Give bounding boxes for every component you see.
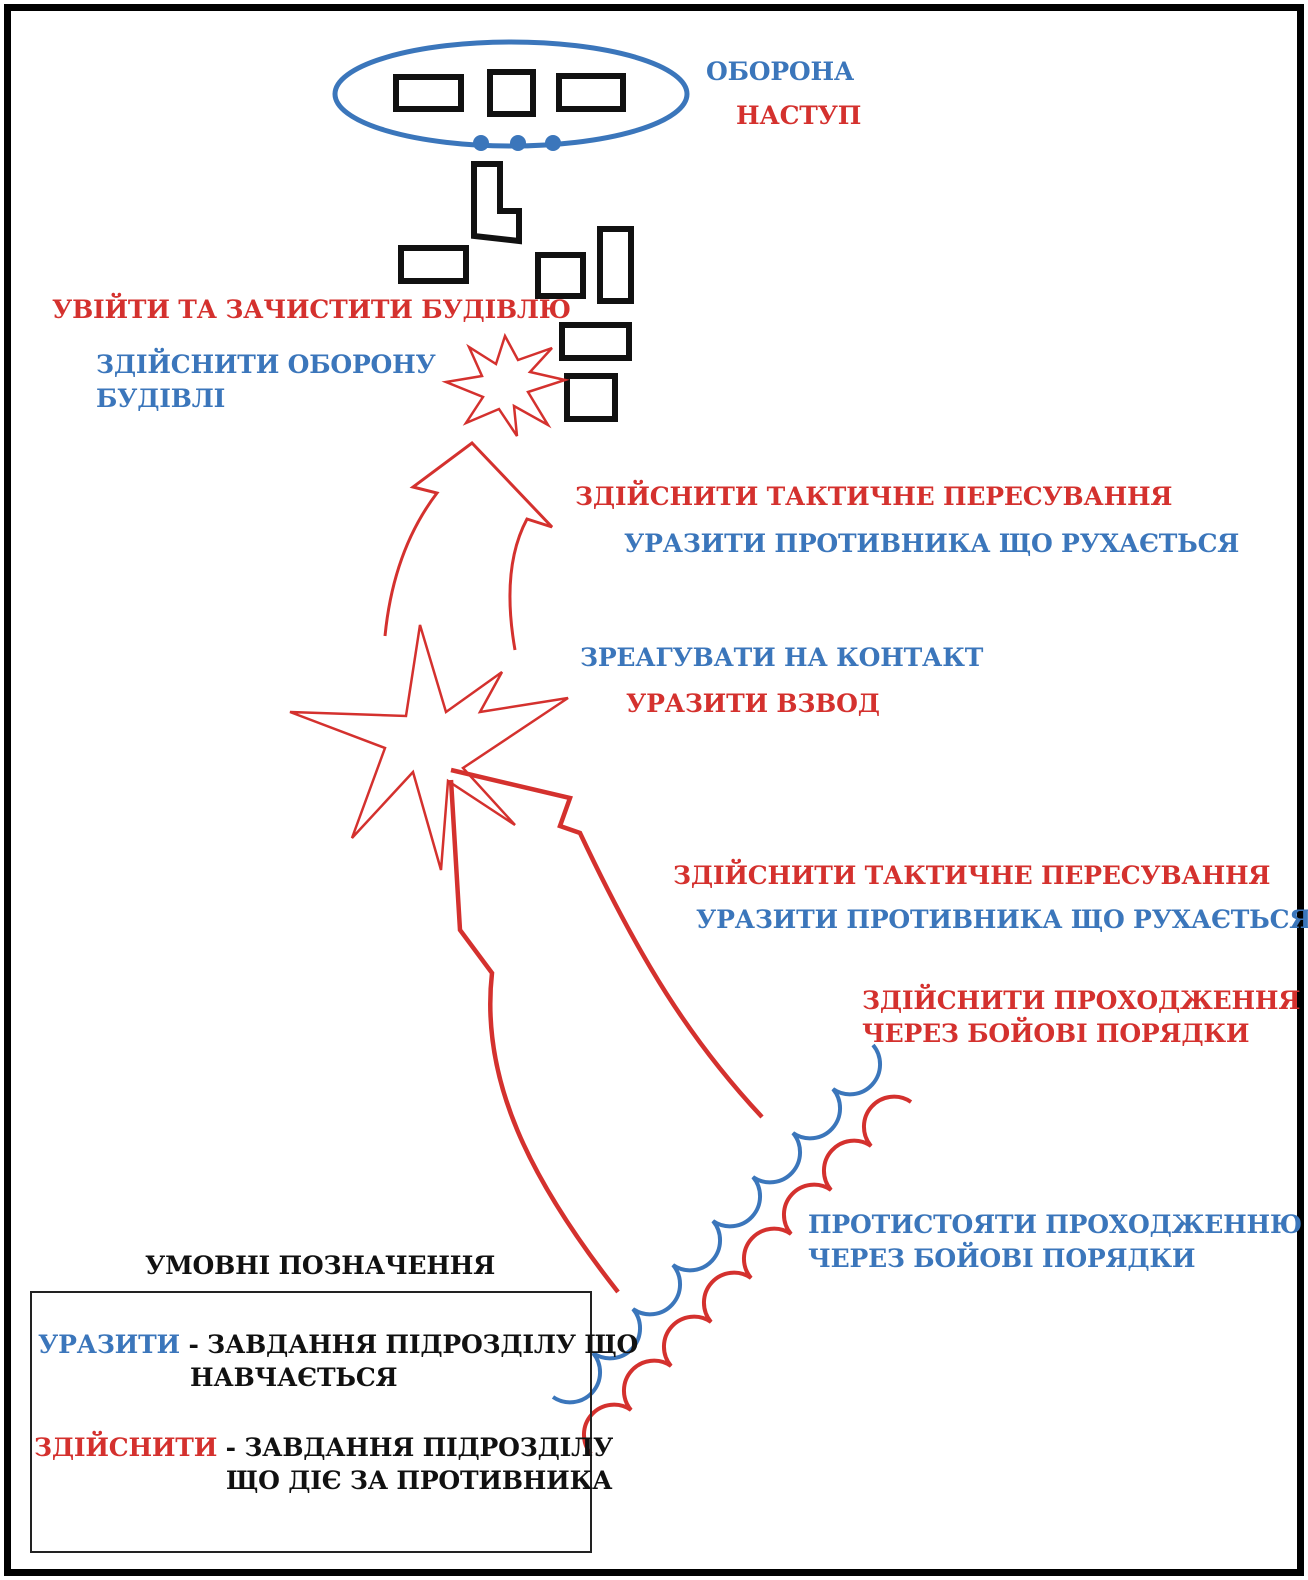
label-tactical-movement-lower: ЗДІЙСНИТИ ТАКТИЧНЕ ПЕРЕСУВАННЯ	[673, 861, 1271, 890]
legend-title: УМОВНІ ПОЗНАЧЕННЯ	[145, 1251, 496, 1280]
label-defense: ОБОРОНА	[706, 57, 855, 86]
building	[487, 69, 536, 117]
defense-dots	[473, 135, 561, 151]
objective-ellipse	[332, 39, 690, 149]
label-react-to-contact: ЗРЕАГУВАТИ НА КОНТАКТ	[580, 643, 984, 672]
building	[597, 226, 634, 304]
defense-dot	[545, 135, 561, 151]
label-defend-building-line1: ЗДІЙСНИТИ ОБОРОНУ	[96, 350, 436, 379]
lower-advance-arrow-right	[450, 767, 764, 1119]
legend-red-entry-line2: ЩО ДІЄ ЗА ПРОТИВНИКА	[226, 1466, 613, 1495]
red-passage-line	[582, 1094, 913, 1456]
legend-red-entry-line1: ЗДІЙСНИТИ - ЗАВДАННЯ ПІДРОЗДІЛУ	[34, 1432, 613, 1464]
lower-advance-arrow-left	[448, 779, 620, 1294]
building	[559, 322, 632, 361]
label-passage-of-lines-line2: ЧЕРЕЗ БОЙОВІ ПОРЯДКИ	[862, 1019, 1250, 1048]
l-shaped-building	[471, 161, 522, 245]
building	[564, 373, 618, 422]
label-counter-passage-line2: ЧЕРЕЗ БОЙОВІ ПОРЯДКИ	[808, 1244, 1196, 1273]
building	[398, 245, 469, 284]
label-tactical-movement-upper: ЗДІЙСНИТИ ТАКТИЧНЕ ПЕРЕСУВАННЯ	[575, 482, 1173, 511]
label-attack: НАСТУП	[736, 101, 862, 130]
building	[535, 252, 586, 299]
town-buildings	[398, 161, 634, 422]
contact-burst	[289, 624, 569, 871]
label-engage-moving-enemy-lower: УРАЗИТИ ПРОТИВНИКА ЩО РУХАЄТЬСЯ	[696, 905, 1308, 934]
legend-blue-description: - ЗАВДАННЯ ПІДРОЗДІЛУ ЩО	[179, 1330, 639, 1359]
label-defend-building-line2: БУДІВЛІ	[96, 384, 226, 413]
legend-box	[30, 1291, 592, 1553]
label-engage-moving-enemy-upper: УРАЗИТИ ПРОТИВНИКА ЩО РУХАЄТЬСЯ	[624, 529, 1240, 558]
legend-red-word: ЗДІЙСНИТИ	[34, 1433, 218, 1462]
building-assault-burst	[441, 332, 570, 437]
legend-blue-entry-line1: УРАЗИТИ - ЗАВДАННЯ ПІДРОЗДІЛУ ЩО	[38, 1329, 638, 1361]
legend-blue-entry-line2: НАВЧАЄТЬСЯ	[190, 1363, 398, 1392]
label-passage-of-lines-line1: ЗДІЙСНИТИ ПРОХОДЖЕННЯ	[862, 986, 1301, 1015]
label-counter-passage-line1: ПРОТИСТОЯТИ ПРОХОДЖЕННЮ	[808, 1210, 1302, 1239]
defense-dot	[510, 135, 526, 151]
objective-buildings	[393, 69, 626, 117]
building	[556, 73, 626, 112]
upper-advance-arrow	[383, 441, 554, 651]
blue-passage-line	[551, 1043, 882, 1405]
label-engage-platoon: УРАЗИТИ ВЗВОД	[626, 689, 880, 718]
label-enter-clear-building: УВІЙТИ ТА ЗАЧИСТИТИ БУДІВЛЮ	[52, 295, 571, 324]
building	[393, 74, 464, 112]
defense-dot	[473, 135, 489, 151]
outer-frame	[4, 4, 1304, 1576]
legend-blue-word: УРАЗИТИ	[38, 1330, 180, 1359]
legend-red-description: - ЗАВДАННЯ ПІДРОЗДІЛУ	[217, 1433, 614, 1462]
